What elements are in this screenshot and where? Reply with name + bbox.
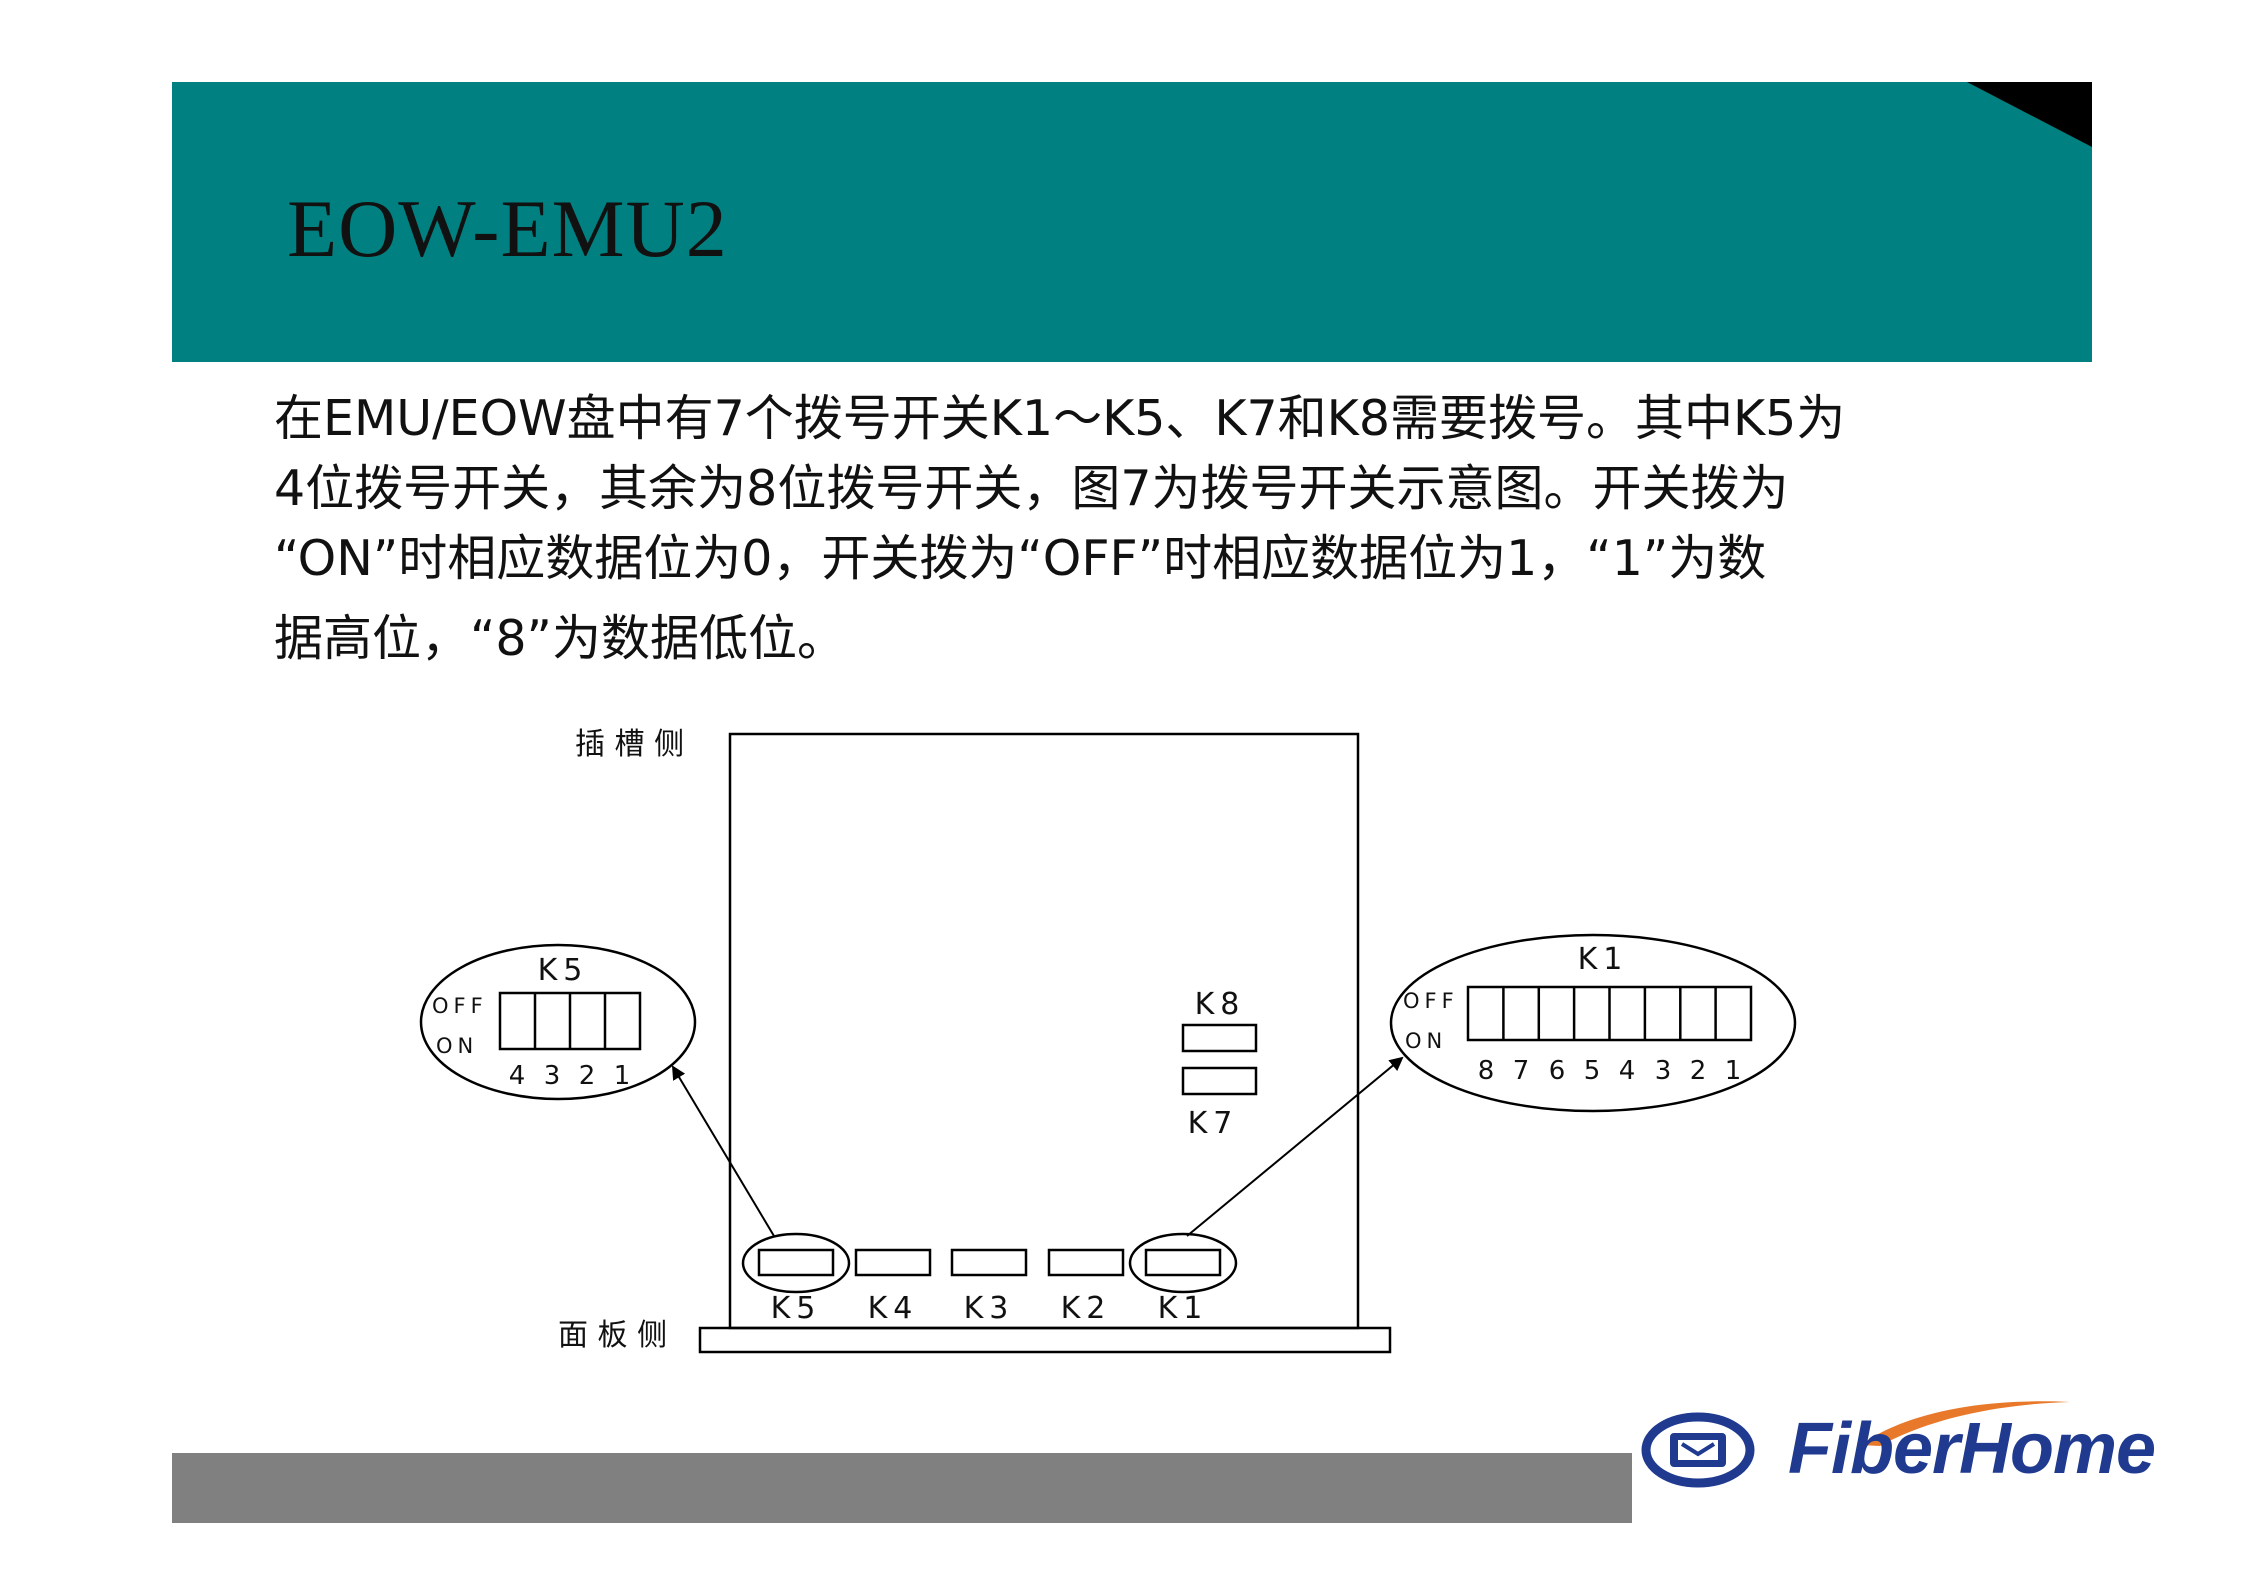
k1-bit-number: 6 [1549, 1056, 1566, 1086]
switch-k2 [1047, 1248, 1125, 1277]
k1-detail-ellipse [1389, 933, 1797, 1113]
k1-bit-number: 7 [1513, 1056, 1530, 1086]
k5-highlight-ring [741, 1232, 851, 1294]
switch-label: K5 [771, 1291, 822, 1326]
corner-accent [1967, 82, 2092, 147]
k1-bit-number: 4 [1619, 1056, 1636, 1086]
switch-label: K3 [964, 1291, 1015, 1326]
k5-detail-title: K5 [538, 953, 589, 988]
panel-side-label: 面 板 侧 [558, 1318, 667, 1353]
k1-bit-number: 8 [1478, 1056, 1495, 1086]
k1-bit-number: 2 [1690, 1056, 1707, 1086]
fiberhome-emblem-icon [1641, 1412, 1755, 1488]
k5-bit-number: 4 [509, 1061, 526, 1091]
k7-label: K7 [1188, 1106, 1239, 1141]
panel-strip [698, 1326, 1392, 1354]
k5-on-label: ON [436, 1034, 478, 1058]
header-band: EOW-EMU2 [172, 82, 2092, 362]
paragraph-line: 4位拨号开关，其余为8位拨号开关，图7为拨号开关示意图。开关拨为 [274, 460, 1789, 517]
k1-bit-number: 1 [1725, 1056, 1742, 1086]
k1-bit-number: 5 [1584, 1056, 1601, 1086]
fiberhome-logo-text: FiberHome [1788, 1409, 2156, 1489]
switch-k3 [950, 1248, 1028, 1277]
switch-k7 [1181, 1066, 1258, 1096]
switch-k5 [757, 1248, 835, 1277]
description-paragraph: 在EMU/EOW盘中有7个拨号开关K1～K5、K7和K8需要拨号。其中K5为 4… [274, 384, 1974, 674]
k1-bit-number: 3 [1655, 1056, 1672, 1086]
k5-bit-number: 2 [579, 1061, 596, 1091]
footer-bar [172, 1453, 1632, 1523]
k1-on-label: ON [1405, 1029, 1447, 1053]
k5-bit-number: 1 [614, 1061, 631, 1091]
switch-k4 [854, 1248, 932, 1277]
switch-k1 [1144, 1248, 1222, 1277]
slide-title: EOW-EMU2 [287, 183, 728, 274]
k1-detail-title: K1 [1578, 942, 1629, 977]
paragraph-line: 在EMU/EOW盘中有7个拨号开关K1～K5、K7和K8需要拨号。其中K5为 [274, 390, 1846, 447]
k5-pointer-arrow [671, 1065, 775, 1237]
slot-side-label: 插 槽 侧 [575, 727, 684, 762]
logo-swoosh-icon [1860, 1401, 2070, 1446]
k5-bit-number: 3 [544, 1061, 561, 1091]
k1-pointer-arrow [1186, 1056, 1404, 1237]
switch-label: K2 [1061, 1291, 1112, 1326]
k8-label: K8 [1195, 987, 1246, 1022]
switch-label: K4 [868, 1291, 919, 1326]
k5-detail-ellipse [419, 943, 697, 1101]
paragraph-line: 据高位，“8”为数据低位。 [274, 610, 846, 667]
k1-highlight-ring [1128, 1232, 1238, 1294]
k5-off-label: OFF [432, 994, 488, 1018]
k1-off-label: OFF [1403, 989, 1459, 1013]
switch-k8 [1181, 1023, 1258, 1053]
paragraph-line: “ON”时相应数据位为0，开关拨为“OFF”时相应数据位为1，“1”为数 [274, 530, 1767, 587]
switch-label: K1 [1158, 1291, 1209, 1326]
